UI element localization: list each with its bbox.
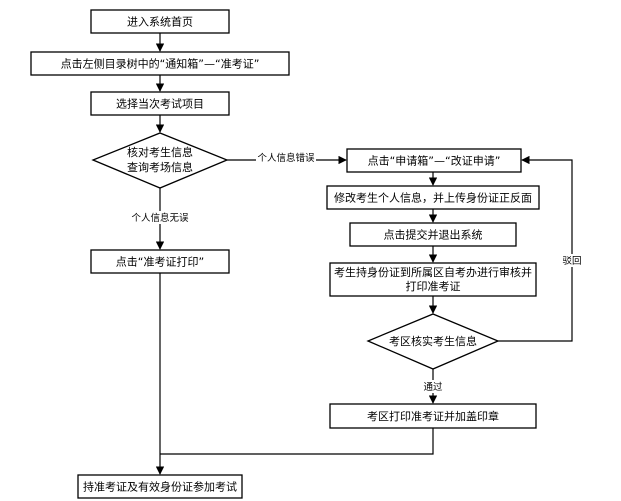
- node-click-menu: 点击左侧目录树中的“通知箱”—“准考证”: [30, 51, 290, 76]
- edge-labels: 个人信息错误 个人信息无误 驳回 通过: [128, 151, 583, 393]
- node-enter-home: 进入系统首页: [90, 9, 230, 34]
- node-click-apply: 点击“申请箱”—“改证申请”: [346, 148, 522, 173]
- decision-label-line2: 查询考场信息: [127, 160, 193, 174]
- node-label: 点击提交并退出系统: [384, 228, 483, 242]
- node-label: 考区打印准考证并加盖印章: [367, 409, 499, 423]
- node-click-print-ticket: 点击“准考证打印”: [90, 249, 230, 274]
- node-review: 考生持身份证到所属区自考办进行审核并 打印准考证: [329, 262, 537, 297]
- node-label: 进入系统首页: [127, 15, 193, 29]
- edge-label-info-ok: 个人信息无误: [131, 212, 189, 224]
- node-label: 点击左侧目录树中的“通知箱”—“准考证”: [61, 57, 260, 71]
- node-label-line2: 打印准考证: [406, 279, 461, 293]
- arrow-reject-loop: [498, 155, 573, 342]
- node-label: 点击“申请箱”—“改证申请”: [368, 154, 501, 168]
- edge-label-info-error: 个人信息错误: [257, 152, 315, 164]
- node-label: 修改考生个人信息，并上传身份证正反面: [334, 191, 532, 205]
- node-select-project: 选择当次考试项目: [90, 91, 230, 116]
- decision-label-line1: 核对考生信息: [127, 145, 193, 159]
- edge-label-passed: 通过: [423, 381, 443, 393]
- decision-district-check: 考区核实考生信息: [366, 313, 500, 370]
- node-modify-info: 修改考生个人信息，并上传身份证正反面: [326, 185, 540, 210]
- node-label: 点击“准考证打印”: [116, 255, 204, 269]
- node-label: 选择当次考试项目: [116, 97, 204, 111]
- node-submit-exit: 点击提交并退出系统: [349, 222, 517, 247]
- node-take-exam: 持准考证及有效身份证参加考试: [77, 474, 243, 499]
- node-district-print: 考区打印准考证并加盖印章: [329, 403, 537, 429]
- arrow-district-print-merge: [160, 428, 434, 455]
- node-label: 持准考证及有效身份证参加考试: [83, 480, 237, 494]
- decision-verify-info: 核对考生信息 查询考场信息: [91, 132, 229, 189]
- node-label-line1: 考生持身份证到所属区自考办进行审核并: [334, 265, 532, 279]
- decision-label: 考区核实考生信息: [389, 334, 477, 348]
- edge-label-rejected: 驳回: [562, 256, 581, 267]
